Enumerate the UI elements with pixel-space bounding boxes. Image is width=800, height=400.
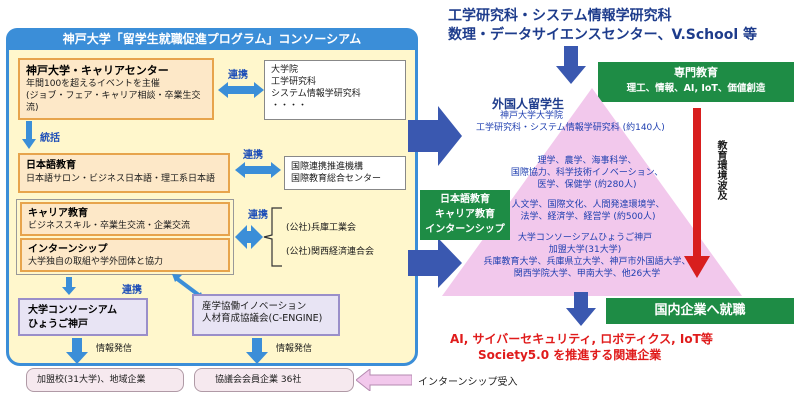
green-mid-line: インターンシップ	[425, 224, 505, 235]
domestic-down-arrow	[566, 292, 596, 326]
info-arrow-1	[66, 338, 88, 364]
specialist-edu-line: 理工、情報、AI, IoT、価値創造	[626, 83, 766, 94]
double-arrow-2	[235, 162, 281, 178]
down-arrow-left	[62, 277, 76, 295]
tier4-line: 加盟大学(31大学)	[548, 245, 622, 255]
internship-box: インターンシップ 大学独自の取組や学外団体と協力	[20, 238, 230, 272]
career-edu-line: ビジネススキル・卒業生交流・企業交流	[28, 221, 191, 231]
green-mid-line: 日本語教育	[440, 194, 490, 205]
double-arrow-1	[218, 82, 264, 98]
edu-env-arrow	[684, 108, 710, 278]
tier3-line: 人文学、国際文化、人間発達環境学、	[511, 200, 665, 210]
toukatsu-arrow	[22, 121, 36, 149]
renkei-label-2: 連携	[243, 150, 263, 161]
cengine-line: 産学協働イノベーション	[202, 301, 307, 312]
big-arrow-bottom	[408, 238, 462, 288]
japanese-edu-line: 日本語サロン・ビジネス日本語・理工系日本語	[26, 174, 216, 184]
intl-org-line: 国際連携推進機構	[291, 162, 364, 172]
tier2-line: 国際協力、科学技術イノベーション、	[510, 168, 664, 178]
tier3-line: 法学、経済学、経営学 (約500人)	[520, 212, 656, 222]
univ-consortium-line: 大学コンソーシアム	[28, 305, 118, 316]
info-arrow-2	[246, 338, 268, 364]
green-mid-line: キャリア教育	[435, 209, 495, 220]
career-center-box: 神戸大学・キャリアセンター 年間100を超えるイベントを主催 (ジョブ・フェア・…	[18, 58, 214, 120]
grad-school-line: ・・・・	[271, 101, 308, 111]
internship-accept-arrow	[356, 369, 412, 391]
japanese-edu-title: 日本語教育	[26, 160, 76, 171]
info-label-2: 情報発信	[276, 344, 313, 354]
specialist-edu-title: 専門教育	[674, 66, 718, 79]
tier2-line: 医学、保健学 (約280人)	[537, 180, 637, 190]
red-line-1: AI, サイバーセキュリティ, ロボティクス, IoT等	[450, 332, 713, 346]
career-edu-box: キャリア教育 ビジネススキル・卒業生交流・企業交流	[20, 202, 230, 236]
intl-org-line: 国際教育総合センター	[291, 174, 382, 184]
univ-consortium-line: ひょうご神戸	[28, 319, 88, 330]
intl-org-box: 国際連携推進機構 国際教育総合センター	[284, 156, 406, 190]
tier4-line: 関西学院大学、甲南大学、他26大学	[513, 269, 661, 279]
renkei-label-3: 連携	[248, 210, 268, 221]
diamond-arrow-3	[235, 225, 263, 249]
grad-school-line: 大学院	[271, 65, 299, 75]
japanese-career-internship-box: 日本語教育 キャリア教育 インターンシップ	[420, 190, 510, 240]
consortium-title: 神戸大学「留学生就職促進プログラム」コンソーシアム	[6, 28, 418, 50]
internship-title: インターンシップ	[28, 244, 108, 255]
cengine-line: 人材育成協議会(C-ENGINE)	[202, 313, 323, 324]
grad-school-line: 工学研究科	[271, 77, 317, 87]
tier4-line: 大学コンソーシアムひょうご神戸	[517, 233, 653, 243]
student-pyramid	[442, 88, 742, 296]
tier1-line: 工学研究科・システム情報学研究科 (約140人)	[476, 123, 665, 133]
red-line-2: Society5.0 を推進する関連企業	[478, 348, 662, 362]
tier4-line: 兵庫教育大学、兵庫県立大学、神戸市外国語大学、	[483, 257, 691, 267]
toukatsu-label: 統括	[40, 133, 60, 144]
career-edu-title: キャリア教育	[28, 208, 88, 219]
grad-schools-box: 大学院 工学研究科 システム情報学研究科 ・・・・	[264, 60, 406, 120]
member-univ-box: 加盟校(31大学)、地域企業	[26, 368, 184, 392]
univ-consortium-box: 大学コンソーシアム ひょうご神戸	[18, 298, 148, 336]
member-companies-box: 協議会会員企業 36社	[194, 368, 354, 392]
career-center-line2: (ジョブ・フェア・キャリア相談・卒業生交流)	[26, 91, 201, 113]
internship-line: 大学独自の取組や学外団体と協力	[28, 257, 164, 267]
career-center-line1: 年間100を超えるイベントを主催	[26, 79, 160, 89]
header-line-2: 数理・データサイエンスセンター、V.School 等	[448, 27, 758, 43]
specialist-edu-box: 専門教育 理工、情報、AI, IoT、価値創造	[598, 62, 794, 102]
grad-school-line: システム情報学研究科	[271, 89, 361, 99]
partner-kansai: (公社)関西経済連合会	[286, 247, 375, 257]
big-arrow-top	[408, 106, 462, 166]
partner-bracket	[263, 207, 282, 267]
info-label-1: 情報発信	[96, 344, 133, 354]
renkei-label-1: 連携	[228, 70, 248, 81]
internship-accept-label: インターンシップ受入	[418, 377, 518, 388]
students-title: 外国人留学生	[492, 97, 565, 111]
header-line-1: 工学研究科・システム情報学研究科	[448, 8, 672, 24]
domestic-employment-box: 国内企業へ就職	[606, 298, 794, 324]
career-center-title: 神戸大学・キャリアセンター	[26, 64, 169, 77]
japanese-edu-box: 日本語教育 日本語サロン・ビジネス日本語・理工系日本語	[18, 153, 230, 193]
tier1-line: 神戸大学大学院	[500, 111, 564, 121]
header-down-arrow	[556, 46, 586, 84]
cengine-box: 産学協働イノベーション 人材育成協議会(C-ENGINE)	[192, 294, 340, 336]
edu-env-label: 教育環境波及	[715, 140, 726, 200]
partner-hyogo: (公社)兵庫工業会	[286, 223, 357, 233]
renkei-label-4: 連携	[122, 285, 142, 296]
tier2-line: 理学、農学、海事科学、	[537, 156, 637, 166]
